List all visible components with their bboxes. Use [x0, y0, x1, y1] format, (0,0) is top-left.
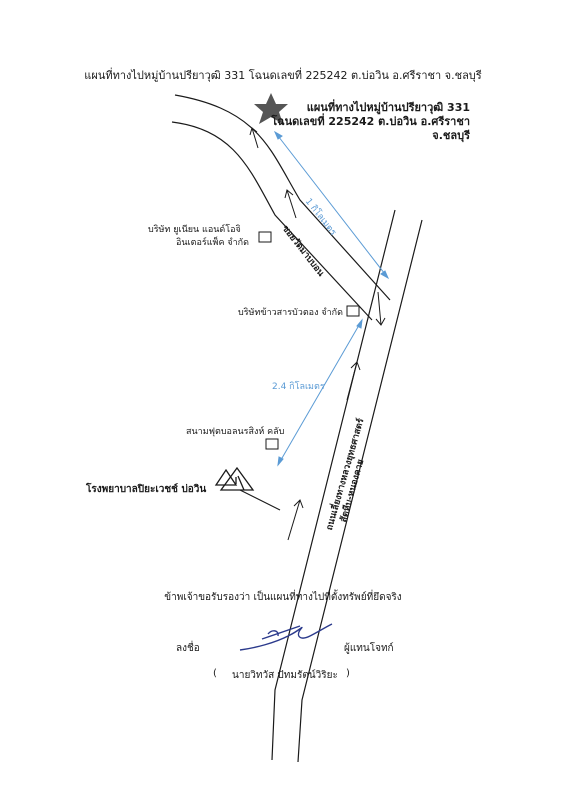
- signer-role: ผู้แทนโจทก์: [344, 643, 394, 654]
- tent-warning-icon: [214, 466, 255, 491]
- football-label: สนามฟุตบอลนรสิงห์ คลับ: [186, 427, 285, 437]
- direction-arrow-soi: [284, 189, 297, 219]
- football-marker: [265, 438, 279, 450]
- direction-arrow-main-lower: [287, 499, 304, 541]
- main-road-edge-right: [297, 219, 423, 763]
- company1-marker: [258, 231, 272, 243]
- distance-line-lower: [277, 318, 363, 467]
- company2-marker: [346, 305, 360, 317]
- direction-arrow-main-middle: [346, 361, 361, 401]
- page-title: แผนที่ทางไปหมู่บ้านปรียาวุฒิ 331 โฉนดเลข…: [84, 69, 482, 82]
- destination-line3: จ.ชลบุรี: [432, 129, 470, 142]
- distance-line-upper: [273, 130, 390, 280]
- certification-text: ข้าพเจ้าขอรับรองว่า เป็นแผนที่ทางไปที่ตั…: [164, 592, 402, 603]
- soi-road-edge-lower: [171, 121, 373, 321]
- signature-mark: [239, 623, 333, 651]
- company1-label-line2: อินเตอร์แพ็ค จำกัด: [176, 238, 249, 248]
- signer-open-paren: (: [213, 668, 217, 679]
- hospital-road-edge: [239, 489, 281, 511]
- signer-close-paren: ): [346, 668, 350, 679]
- soi-road-edge-upper: [174, 94, 391, 301]
- signer-name: นายวิทวัส ปัทมรัตน์วิริยะ: [232, 670, 338, 681]
- distance-label-lower: 2.4 กิโลเมตร: [272, 382, 325, 392]
- direction-arrow-main-upper: [375, 291, 386, 326]
- sign-label: ลงชื่อ: [176, 643, 200, 654]
- hospital-label: โรงพยาบาลปิยะเวชช์ บ่อวิน: [86, 484, 207, 495]
- company2-label: บริษัทข้าวสารบัวตอง จำกัด: [238, 308, 343, 318]
- company1-label-line1: บริษัท ยูเนียน แอนด์โอจิ: [148, 225, 241, 235]
- destination-label: แผนที่ทางไปหมู่บ้านปรียาวุฒิ 331 โฉนดเลข…: [270, 101, 470, 143]
- destination-line2: โฉนดเลขที่ 225242 ต.บ่อวิน อ.ศรีราชา: [271, 115, 470, 128]
- destination-line1: แผนที่ทางไปหมู่บ้านปรียาวุฒิ 331: [306, 101, 470, 114]
- star-icon: [254, 93, 288, 124]
- direction-arrow-soi-top: [249, 127, 259, 149]
